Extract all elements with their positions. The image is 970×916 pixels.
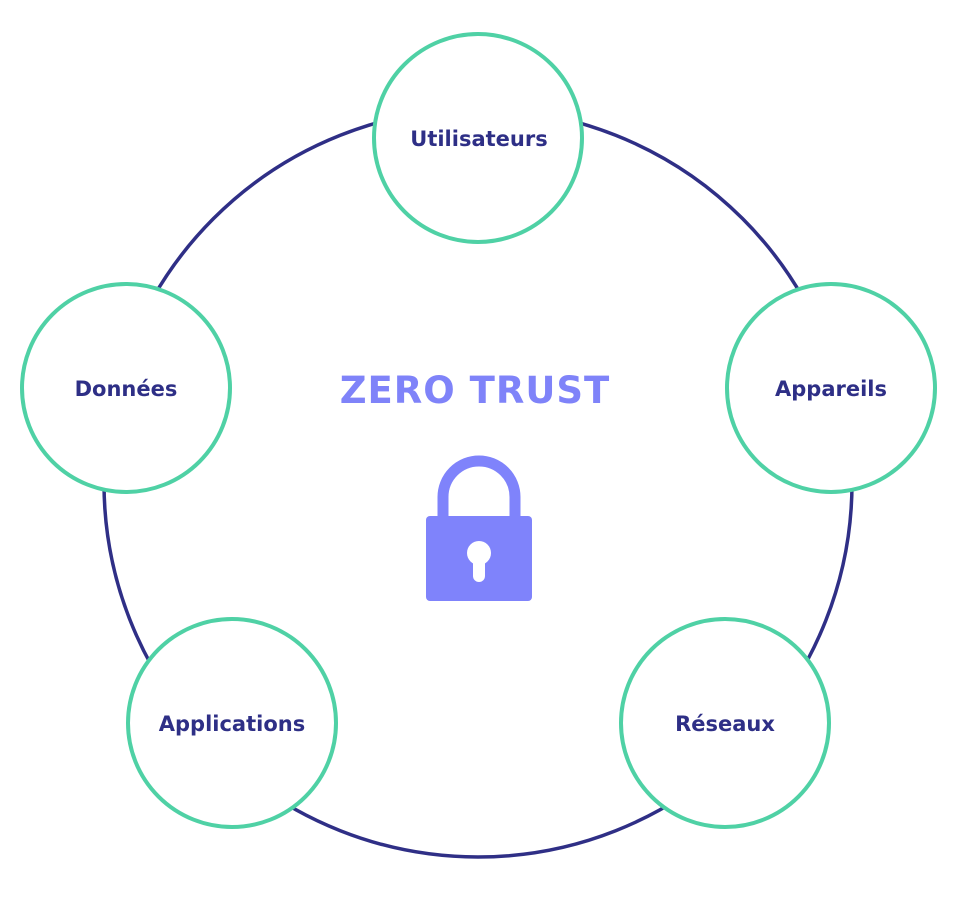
node-label-utilisateurs: Utilisateurs xyxy=(410,127,547,151)
node-applications: Applications xyxy=(126,617,338,829)
node-label-applications: Applications xyxy=(159,712,305,736)
node-utilisateurs: Utilisateurs xyxy=(372,32,584,244)
diagram-title: ZERO TRUST xyxy=(340,369,611,412)
node-appareils: Appareils xyxy=(725,282,937,494)
node-donnees: Données xyxy=(20,282,232,494)
node-label-reseaux: Réseaux xyxy=(675,712,775,736)
node-label-appareils: Appareils xyxy=(775,377,887,401)
node-label-donnees: Données xyxy=(75,377,178,401)
padlock-icon xyxy=(426,455,532,601)
node-reseaux: Réseaux xyxy=(619,617,831,829)
